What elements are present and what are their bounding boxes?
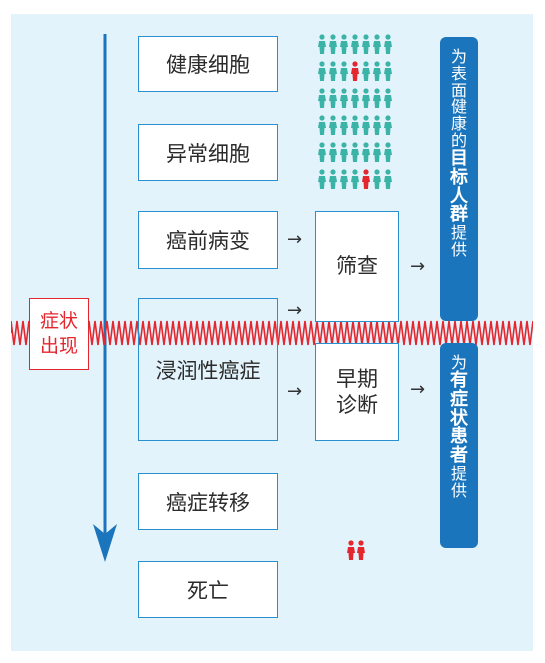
person-icon [384, 142, 392, 162]
people-row-3 [318, 88, 392, 108]
symptom-line-1: 症状 [39, 310, 78, 333]
arrow-screening-to-target: → [410, 256, 426, 277]
person-icon [340, 34, 348, 54]
stage-abnormal-cells: 异常细胞 [138, 124, 278, 181]
pill-symptomatic-patients-text: 为有症状患者提供 [440, 353, 478, 501]
person-icon [351, 88, 359, 108]
arrow-diagnosis-to-patients: → [410, 379, 426, 400]
person-icon [340, 115, 348, 135]
person-icon [329, 115, 337, 135]
person-icon [362, 142, 370, 162]
pill-top-bold-char-3: 群 [450, 204, 468, 226]
stage-death: 死亡 [138, 561, 278, 618]
pill-bottom-bold-char-4: 者 [450, 445, 468, 467]
symptom-line-2: 出现 [39, 335, 78, 357]
person-icon-red-1 [357, 540, 365, 560]
person-icon [318, 61, 326, 81]
pill-top-post-char-1: 供 [450, 240, 467, 260]
timeline-arrow [93, 34, 117, 562]
early-diagnosis-box: 早期 诊断 [315, 343, 399, 441]
person-icon [318, 34, 326, 54]
person-icon [384, 61, 392, 81]
person-icon [340, 142, 348, 162]
person-icon [373, 169, 381, 189]
pill-target-population-text: 为表面健康的目标人群提供 [440, 47, 478, 260]
person-icon [362, 88, 370, 108]
pill-top-bold-char-1: 标 [450, 166, 468, 188]
person-icon [351, 34, 359, 54]
pill-top-post-char-0: 提 [450, 223, 467, 243]
stage-healthy-cells: 健康细胞 [138, 36, 278, 92]
stage-invasive-cancer: 浸润性癌症 [138, 298, 278, 441]
arrow-invasive-to-diagnosis: → [287, 381, 303, 402]
pill-bottom-bold-char-3: 患 [450, 426, 468, 448]
person-icon [351, 169, 359, 189]
person-icon [318, 88, 326, 108]
person-icon [373, 61, 381, 81]
person-icon [351, 115, 359, 135]
person-icon-red [362, 169, 370, 189]
people-metastasis-pair [347, 540, 365, 560]
person-icon [373, 88, 381, 108]
arrow-precancer-to-screening: → [287, 229, 303, 250]
people-row-5 [318, 142, 392, 162]
person-icon [373, 115, 381, 135]
person-icon [384, 115, 392, 135]
person-icon [318, 142, 326, 162]
person-icon [384, 34, 392, 54]
person-icon [351, 142, 359, 162]
pill-bottom-post-char-1: 供 [450, 481, 467, 501]
person-icon [384, 88, 392, 108]
symptom-wave-band [11, 320, 533, 346]
person-icon [329, 34, 337, 54]
pill-top-bold-char-2: 人 [450, 185, 468, 207]
pill-bottom-bold-char-2: 状 [450, 407, 468, 429]
people-row-2 [318, 61, 392, 81]
pill-top-bold-char-0: 目 [450, 147, 468, 169]
people-row-6 [318, 169, 392, 189]
pill-top-pre-char-4: 康 [450, 114, 467, 134]
stage-precancerous-lesion: 癌前病变 [138, 211, 278, 269]
pill-top-pre-char-5: 的 [450, 130, 467, 150]
person-icon [373, 34, 381, 54]
screening-box: 筛查 [315, 211, 399, 322]
person-icon [384, 169, 392, 189]
stage-metastasis: 癌症转移 [138, 473, 278, 530]
person-icon [362, 61, 370, 81]
stage-invasive-cancer-label: 浸润性癌症 [155, 359, 261, 383]
pill-top-pre-char-3: 健 [450, 97, 467, 117]
person-icon [329, 169, 337, 189]
person-icon [340, 169, 348, 189]
pill-target-population: 为表面健康的目标人群提供 [440, 37, 478, 321]
pill-bottom-bold-char-1: 症 [450, 388, 468, 410]
pill-top-pre-char-1: 表 [450, 63, 467, 83]
person-icon [340, 88, 348, 108]
pill-bottom-pre-char-0: 为 [450, 353, 467, 372]
person-icon [318, 115, 326, 135]
person-icon [318, 169, 326, 189]
person-icon-red [351, 61, 359, 81]
pill-bottom-bold-char-0: 有 [450, 369, 468, 391]
person-icon-red-0 [347, 540, 355, 560]
person-icon [362, 34, 370, 54]
person-icon [373, 142, 381, 162]
pill-bottom-post-char-0: 提 [450, 464, 467, 484]
person-icon [329, 142, 337, 162]
person-icon [362, 115, 370, 135]
person-icon [340, 61, 348, 81]
person-icon [329, 88, 337, 108]
arrow-invasive-to-screening: → [287, 300, 303, 321]
symptom-onset-box: 症状 出现 [29, 298, 89, 370]
person-icon [329, 61, 337, 81]
people-row-1 [318, 34, 392, 54]
pill-symptomatic-patients: 为有症状患者提供 [440, 343, 478, 548]
pill-top-pre-char-0: 为 [450, 47, 467, 66]
pill-top-pre-char-2: 面 [450, 80, 467, 100]
people-row-4 [318, 115, 392, 135]
